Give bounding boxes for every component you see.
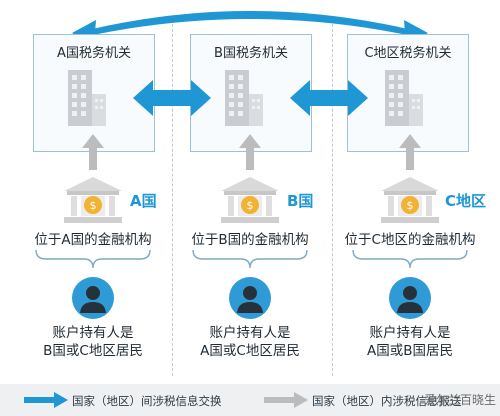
exchange-arrow-b-c [290, 80, 368, 116]
bank-icon: $ [64, 177, 122, 223]
building-icon [225, 70, 263, 126]
bank-icon: $ [381, 177, 439, 223]
building-icon [385, 70, 423, 126]
legend [0, 384, 500, 416]
account-holder-icon [389, 277, 431, 319]
institution-caption: 位于A国的金融机构 [34, 232, 152, 248]
institution-caption: 位于C地区的金融机构 [344, 232, 476, 248]
authority-title: B国税务机关 [214, 46, 288, 61]
holder-line: A国或B国居民 [367, 343, 453, 359]
svg-text:$: $ [247, 199, 254, 212]
watermark: 爱尔兰百晓生 [423, 393, 496, 407]
reporting-arrow-up [399, 134, 421, 170]
bank-icon: $ [221, 177, 279, 223]
holder-line: 账户持有人是 [369, 325, 451, 341]
brace [192, 249, 308, 269]
institution-caption: 位于B国的金融机构 [191, 232, 309, 248]
legend-exchange-arrow-icon [24, 392, 68, 408]
legend-domestic-label: 国家（地区）内涉税信息报送 [312, 394, 462, 408]
jurisdiction-label: C地区 [445, 192, 487, 210]
authority-title: C地区税务机关 [364, 46, 452, 61]
account-holder-caption: 账户持有人是 B国或C地区居民 [13, 324, 173, 360]
legend-exchange-label: 国家（地区）间涉税信息交换 [72, 394, 222, 408]
svg-text:$: $ [90, 199, 97, 212]
column-divider [172, 24, 173, 376]
brace [35, 249, 151, 269]
tax-authority-c: C地区税务机关 [347, 34, 469, 152]
holder-line: 账户持有人是 [52, 325, 134, 341]
tax-authority-a: A国税务机关 [33, 34, 155, 152]
account-holder-caption: 账户持有人是 A国或B国居民 [330, 324, 490, 360]
building-icon [68, 70, 106, 126]
authority-title: A国税务机关 [57, 46, 131, 61]
jurisdiction-label: A国 [130, 192, 157, 210]
reporting-arrow-up [82, 134, 104, 170]
legend-domestic-arrow-icon [264, 392, 308, 408]
brace [352, 249, 468, 269]
reporting-arrow-up [239, 134, 261, 170]
account-holder-caption: 账户持有人是 A国或C地区居民 [170, 324, 330, 360]
holder-line: 账户持有人是 [209, 325, 291, 341]
holder-line: B国或C地区居民 [43, 343, 143, 359]
exchange-arrow-a-b [133, 80, 211, 116]
account-holder-icon [72, 277, 114, 319]
jurisdiction-label: B国 [287, 192, 314, 210]
account-holder-icon [229, 277, 271, 319]
svg-text:$: $ [407, 199, 414, 212]
holder-line: A国或C地区居民 [200, 343, 300, 359]
column-divider [332, 24, 333, 376]
